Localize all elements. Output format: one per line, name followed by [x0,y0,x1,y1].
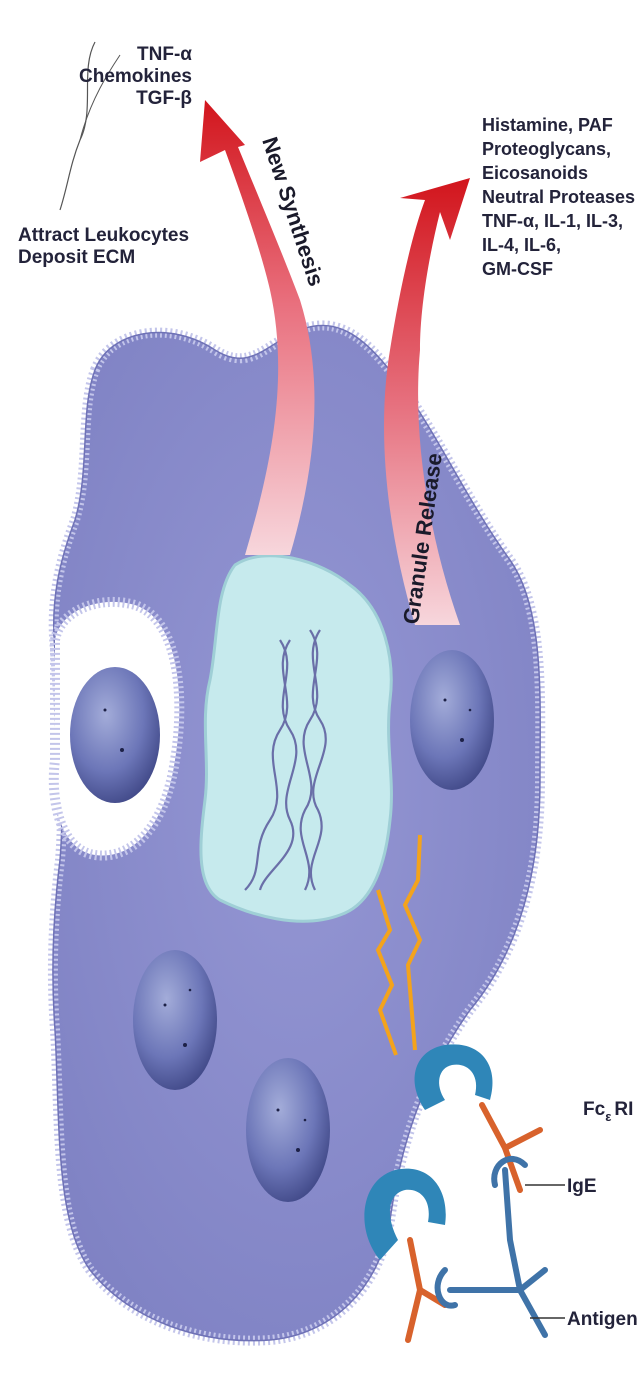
fc-receptor-upper [415,1044,493,1110]
effect-attract-leukocytes: Attract Leukocytes [18,225,189,247]
product-neutral-proteases: Neutral Proteases [482,185,635,209]
granule [410,650,494,790]
product-eicosanoids: Eicosanoids [482,161,635,185]
product-il4-il6: IL-4, IL-6, [482,233,635,257]
fc-receptor-lower [364,1169,445,1260]
effect-deposit-ecm: Deposit ECM [18,247,189,269]
granule-release-products: Histamine, PAF Proteoglycans, Eicosanoid… [482,113,635,281]
product-chemokines: Chemokines [60,66,192,88]
product-histamine-paf: Histamine, PAF [482,113,635,137]
new-synthesis-products: TNF-α Chemokines TGF-β [60,44,192,110]
product-tnf-il: TNF-α, IL-1, IL-3, [482,209,635,233]
nucleus [201,556,392,921]
product-gm-csf: GM-CSF [482,257,635,281]
product-tnf: TNF-α [60,44,192,66]
granule [246,1058,330,1202]
antigen-label: Antigen [567,1309,638,1330]
ige-antibody-upper [482,1105,540,1190]
ige-label: IgE [567,1176,597,1197]
granule [133,950,217,1090]
product-proteoglycans: Proteoglycans, [482,137,635,161]
product-tgf: TGF-β [60,88,192,110]
synthesis-effects: Attract Leukocytes Deposit ECM [18,225,189,269]
internalized-granule [70,667,160,803]
